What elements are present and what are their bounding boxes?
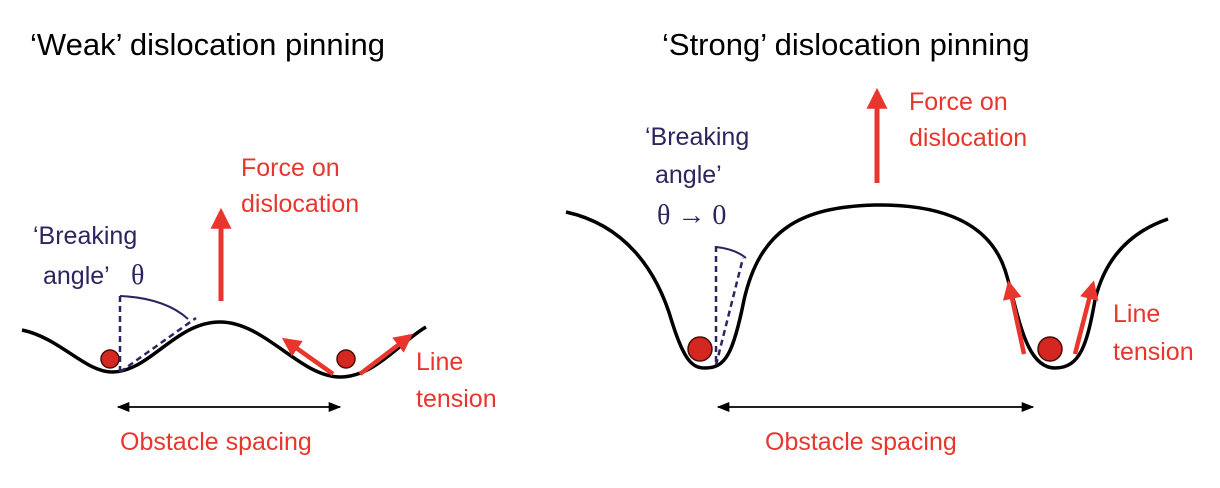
weak-obstacle-spacing-label: Obstacle spacing <box>120 428 312 456</box>
weak-line-tension-arrow-left <box>281 337 335 376</box>
strong-line-tension-arrow-left <box>1002 280 1027 355</box>
weak-force-label-line2: dislocation <box>241 190 359 218</box>
strong-line-tension-arrow-right <box>1072 280 1099 355</box>
weak-obstacle-right <box>336 349 356 369</box>
weak-breaking-angle-label-line2: angle’ <box>43 262 110 290</box>
weak-force-label-line1: Force on <box>241 154 340 182</box>
strong-theta-limit: θ → 0 <box>657 200 726 231</box>
weak-tangent-dashed-line <box>119 316 197 374</box>
weak-line-tension-label-line2: tension <box>416 385 497 413</box>
strong-line-tension-label-line1: Line <box>1113 300 1160 328</box>
strong-tangent-dashed-line <box>714 257 745 366</box>
strong-obstacle-right <box>1037 336 1063 362</box>
strong-line-tension-label-line2: tension <box>1113 338 1194 366</box>
strong-obstacle-left <box>687 336 713 362</box>
strong-obstacle-spacing-label: Obstacle spacing <box>765 428 957 456</box>
weak-obstacle-left <box>100 349 120 369</box>
weak-title: ‘Weak’ dislocation pinning <box>30 27 385 62</box>
strong-breaking-angle-label-line1: ‘Breaking <box>645 123 749 151</box>
strong-panel: ‘Strong’ dislocation pinning ‘Breaking a… <box>565 27 1194 456</box>
weak-breaking-angle-label-line1: ‘Breaking <box>33 222 137 250</box>
weak-line-tension-label-line1: Line <box>416 348 463 376</box>
strong-title: ‘Strong’ dislocation pinning <box>662 27 1030 62</box>
strong-dislocation-line <box>565 203 1169 370</box>
weak-line-tension-arrow-right <box>358 333 414 376</box>
strong-breaking-angle-label-line2: angle’ <box>655 161 722 189</box>
weak-angle-arc <box>119 295 189 320</box>
weak-theta-symbol: θ <box>131 260 144 291</box>
strong-angle-arc <box>715 246 747 259</box>
strong-force-label-line2: dislocation <box>909 124 1027 152</box>
weak-panel: ‘Weak’ dislocation pinning ‘Breaking ang… <box>21 27 497 456</box>
strong-force-label-line1: Force on <box>909 88 1008 116</box>
